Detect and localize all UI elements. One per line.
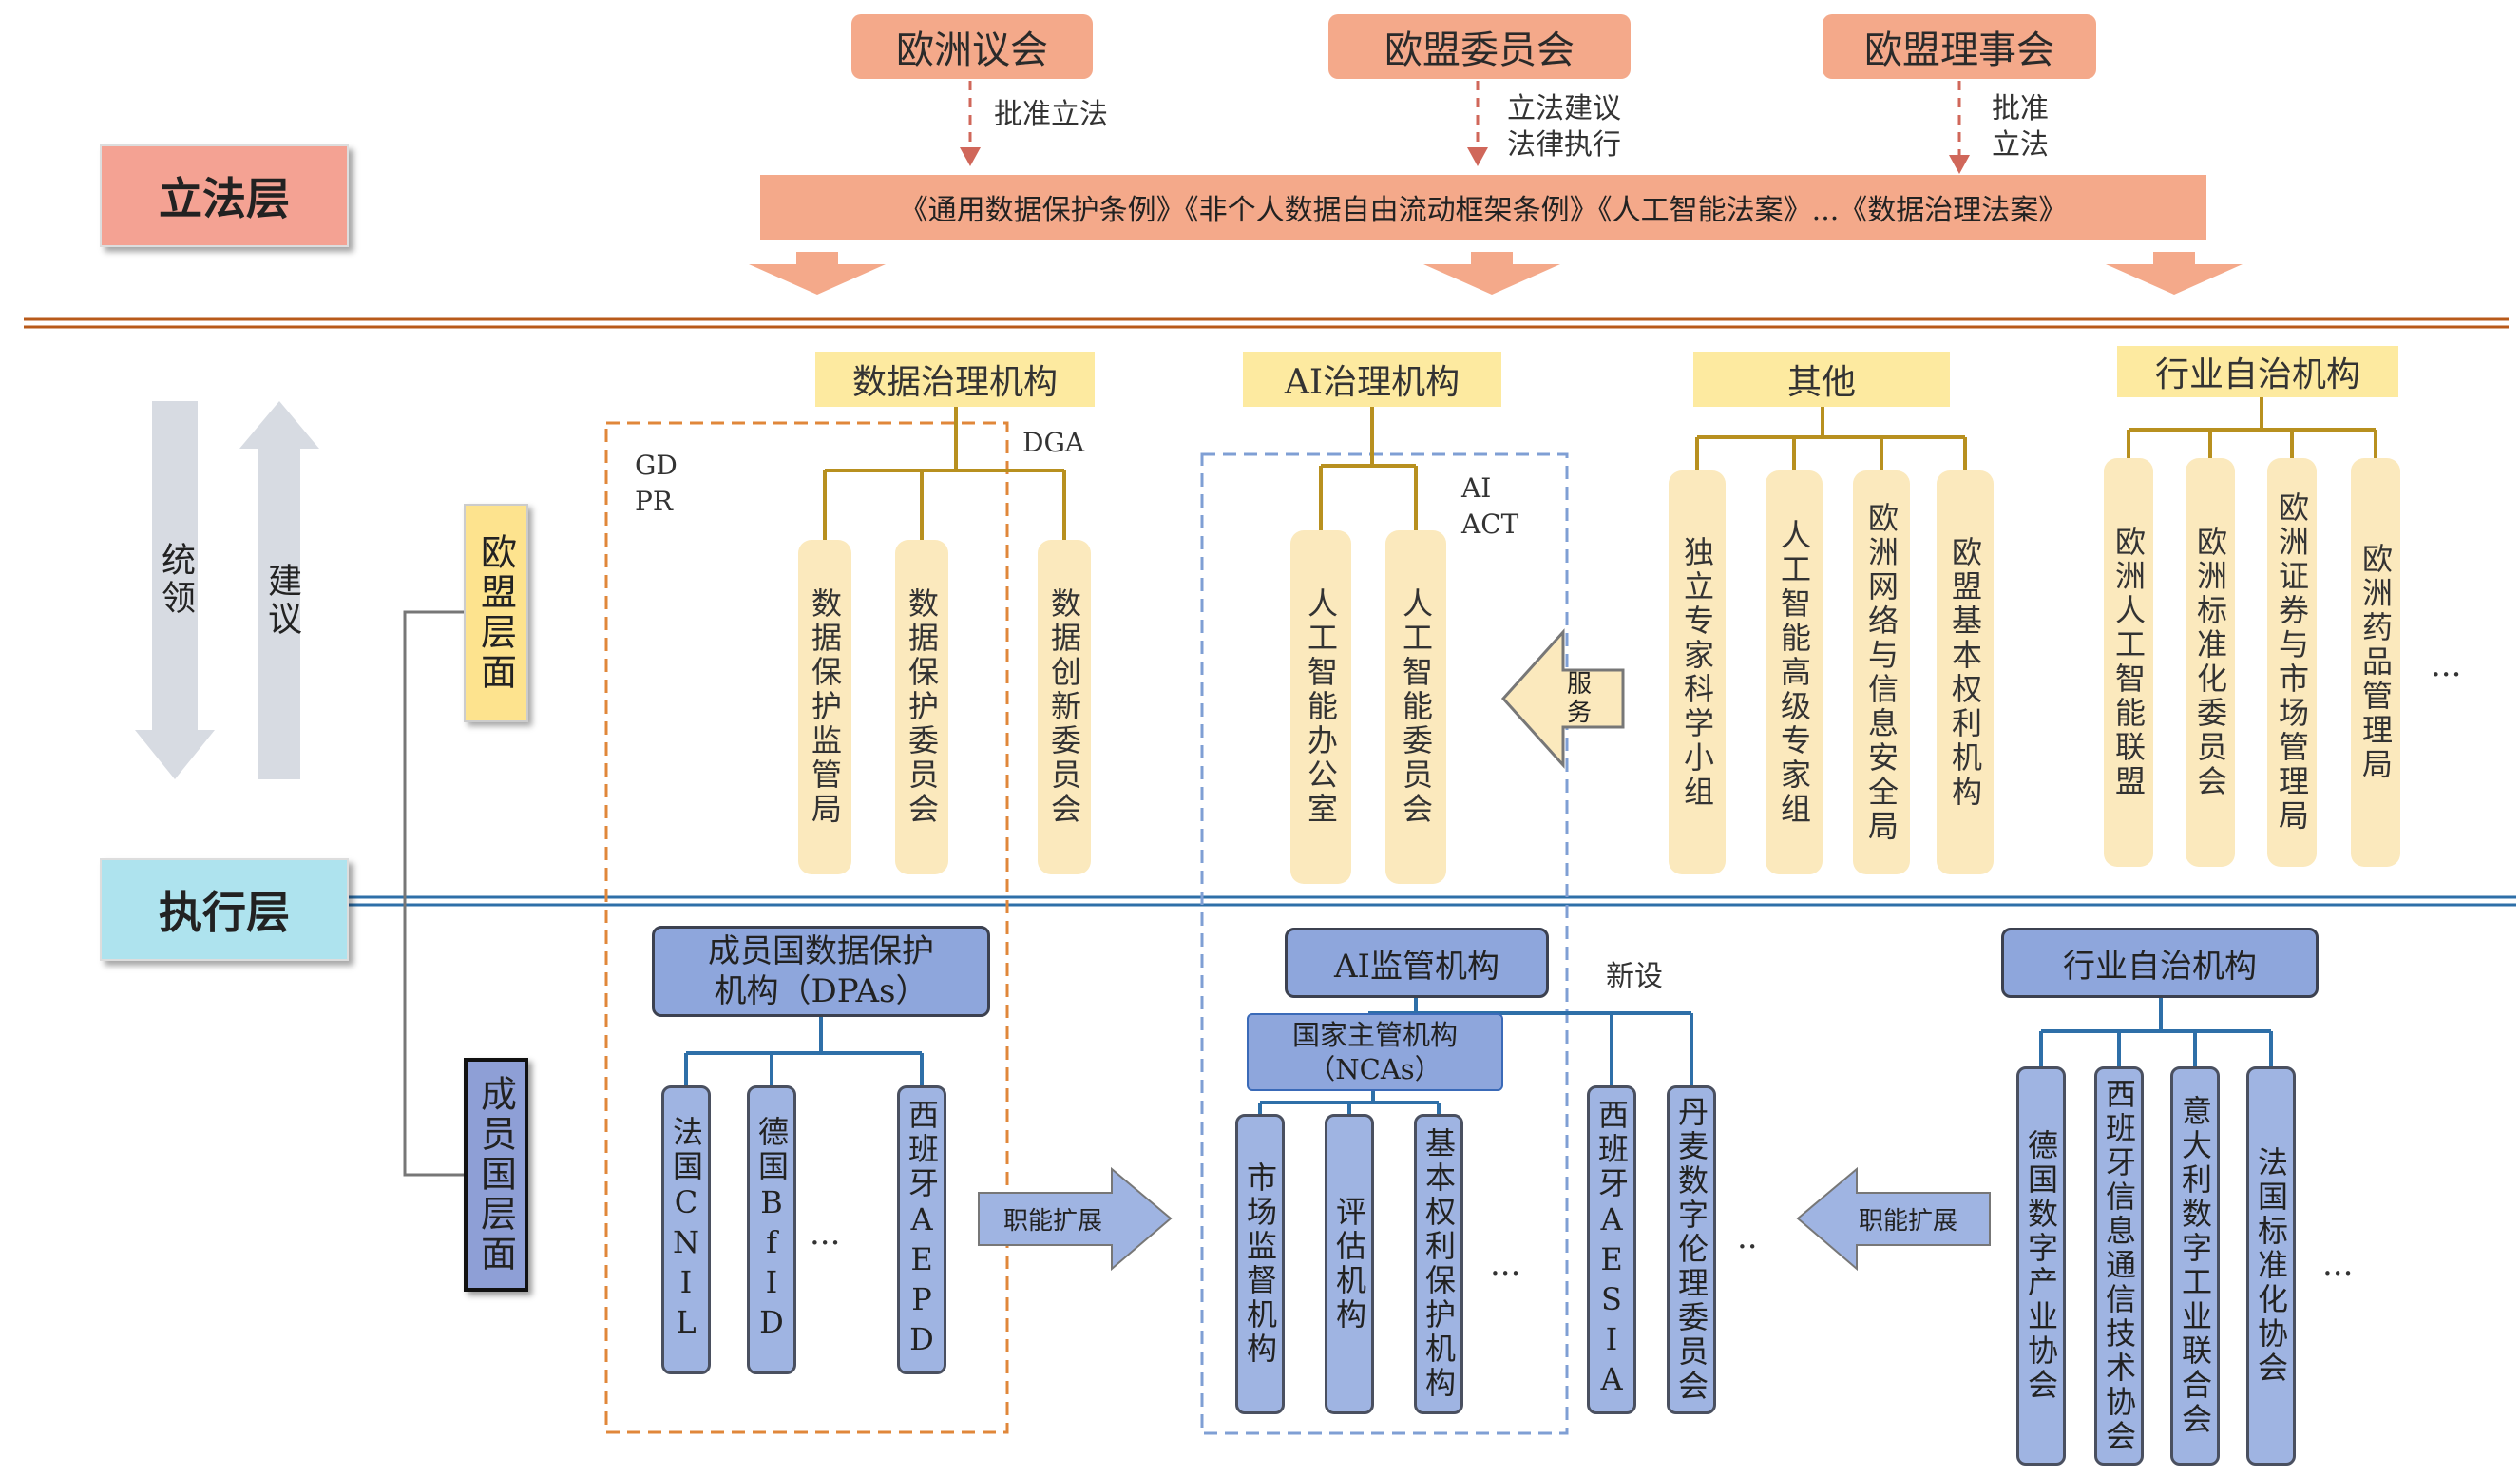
up-arrow [239, 401, 319, 779]
others-title: 其他 [1693, 352, 1950, 407]
european-medicines-agency: 欧洲药品管理局 [2351, 458, 2400, 867]
ai-high-level-expert-group: 人工智能高级专家组 [1766, 470, 1823, 874]
dpa-title: 成员国数据保护 机构（DPAs） [652, 926, 990, 1017]
dpa-title-line2: 机构（DPAs） [714, 972, 928, 1010]
gdpr-label-2: PR [635, 486, 673, 517]
spain-ict-assoc: 西班牙信息通信技术协会 [2094, 1066, 2144, 1466]
suggest-label: 建议 [262, 563, 301, 639]
dpa-more: ... [810, 1215, 841, 1253]
spain-aesia: 西班牙AESIA [1587, 1085, 1636, 1414]
laws-bar: 《通用数据保护条例》《非个人数据自由流动框架条例》《人工智能法案》...《数据治… [760, 175, 2206, 240]
approve-legislation-note: 批准立法 [994, 98, 1108, 131]
ai-sup-more: ... [1490, 1245, 1521, 1283]
member-industry-more: ... [2322, 1245, 2354, 1283]
member-industry-title: 行业自治机构 [2001, 928, 2319, 998]
ai-office: 人工智能办公室 [1290, 530, 1351, 884]
data-innovation-board: 数据创新委员会 [1038, 540, 1091, 874]
eu-level-label: 欧盟层面 [464, 504, 528, 722]
member-level-label: 成员国层面 [464, 1058, 528, 1292]
extend-label-left: 职能扩展 [1002, 1206, 1102, 1236]
legislative-layer-label: 立法层 [100, 144, 349, 247]
dga-label: DGA [1022, 427, 1085, 458]
european-parliament-box: 欧洲议会 [851, 14, 1093, 79]
european-commission-box: 欧盟委员会 [1328, 14, 1631, 79]
ai-gov-title: AI治理机构 [1243, 352, 1501, 407]
assessment-body: 评估机构 [1325, 1114, 1374, 1414]
nca-line1: 国家主管机构 [1291, 1019, 1458, 1051]
extend-label-right: 职能扩展 [1858, 1206, 1957, 1236]
fundamental-rights-protection-body: 基本权利保护机构 [1414, 1114, 1463, 1414]
eu-industry-title: 行业自治机构 [2117, 346, 2398, 397]
executive-layer-label: 执行层 [100, 858, 349, 961]
nca-line2: （NCAs） [1308, 1053, 1442, 1085]
data-protection-supervisor: 数据保护监管局 [798, 540, 851, 874]
italy-digital-industry-federation: 意大利数字工业联合会 [2170, 1066, 2220, 1466]
france-cnil: 法国CNIL [661, 1085, 711, 1374]
dpa-title-line1: 成员国数据保护 [708, 932, 934, 970]
germany-bfdi: 德国BfID [747, 1085, 796, 1374]
denmark-digital-ethics-council: 丹麦数字伦理委员会 [1667, 1085, 1716, 1414]
extend-arrow-right [978, 1166, 1173, 1272]
germany-digital-industry-assoc: 德国数字产业协会 [2016, 1066, 2066, 1466]
service-label: 服务 [1562, 670, 1592, 727]
spain-aepd: 西班牙AEPD [897, 1085, 946, 1374]
newly-established-label: 新设 [1606, 960, 1663, 993]
eu-council-box: 欧盟理事会 [1823, 14, 2096, 79]
lead-label: 统领 [156, 542, 195, 618]
approve-note: 批准 [1992, 92, 2049, 125]
extend-arrow-left [1796, 1166, 1991, 1272]
enisa: 欧洲网络与信息安全局 [1853, 470, 1910, 874]
ai-sup-more2: .. [1737, 1218, 1758, 1256]
eu-industry-more: ... [2431, 646, 2462, 684]
european-ai-alliance: 欧洲人工智能联盟 [2104, 458, 2153, 867]
legislate-note: 立法 [1992, 128, 2049, 162]
data-gov-title: 数据治理机构 [815, 352, 1095, 407]
legislative-proposal-note: 立法建议 [1507, 92, 1621, 125]
nca-box: 国家主管机构 （NCAs） [1247, 1013, 1503, 1091]
france-standardization-assoc: 法国标准化协会 [2246, 1066, 2296, 1466]
ai-act-label-2: ACT [1461, 508, 1519, 540]
ai-supervisory-title: AI监管机构 [1285, 928, 1549, 998]
down-arrow [135, 401, 215, 779]
ai-board: 人工智能委员会 [1385, 530, 1446, 884]
european-standardization-committee: 欧洲标准化委员会 [2186, 458, 2235, 867]
esma: 欧洲证券与市场管理局 [2267, 458, 2317, 867]
service-arrow [1500, 628, 1625, 769]
market-surveillance-authority: 市场监督机构 [1235, 1114, 1285, 1414]
law-enforcement-note: 法律执行 [1507, 128, 1621, 162]
fundamental-rights-agency: 欧盟基本权利机构 [1937, 470, 1994, 874]
gdpr-label-1: GD [635, 450, 678, 481]
independent-expert-panel: 独立专家科学小组 [1669, 470, 1726, 874]
data-protection-board: 数据保护委员会 [895, 540, 948, 874]
ai-act-label-1: AI [1461, 472, 1492, 504]
